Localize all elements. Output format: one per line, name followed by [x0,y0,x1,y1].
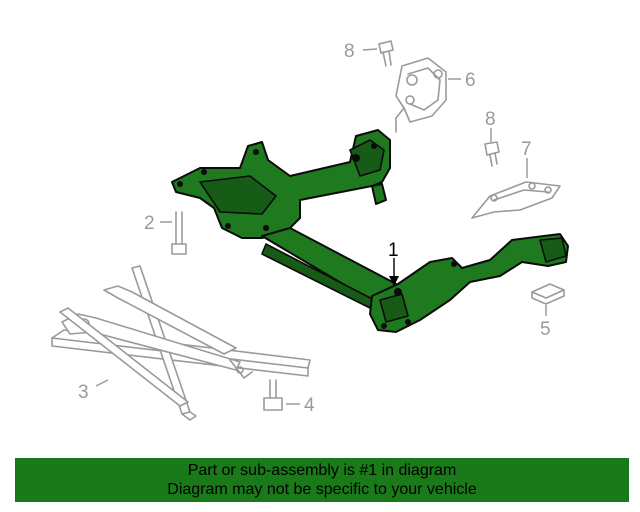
callout-1: 1 [388,240,399,261]
callout-8-mid: 8 [485,109,496,130]
subframe-part-1[interactable] [171,129,569,333]
callout-3: 3 [78,382,89,403]
callout-2: 2 [144,213,155,234]
long-bolt-part [160,211,187,255]
brace-part [51,265,311,421]
callout-6: 6 [465,70,476,91]
banner-line-2: Diagram may not be specific to your vehi… [167,481,477,498]
short-bolt-part [263,379,300,411]
bolt-top-part [362,40,394,67]
callout-4: 4 [304,395,315,416]
bolt-mid-part [484,128,500,167]
side-bracket-part [471,158,561,219]
callout-7: 7 [521,139,532,160]
engine-mount-bracket-part [395,57,461,133]
disclaimer-banner: Part or sub-assembly is #1 in diagram Di… [15,458,629,502]
callout-5: 5 [540,319,551,340]
pad-part [531,283,565,316]
parts-diagram: 8 6 8 7 2 5 [51,40,569,421]
parts-diagram-svg: 8 6 8 7 2 5 [51,40,569,421]
banner-line-1: Part or sub-assembly is #1 in diagram [187,462,457,479]
callout-8-top: 8 [344,41,355,62]
